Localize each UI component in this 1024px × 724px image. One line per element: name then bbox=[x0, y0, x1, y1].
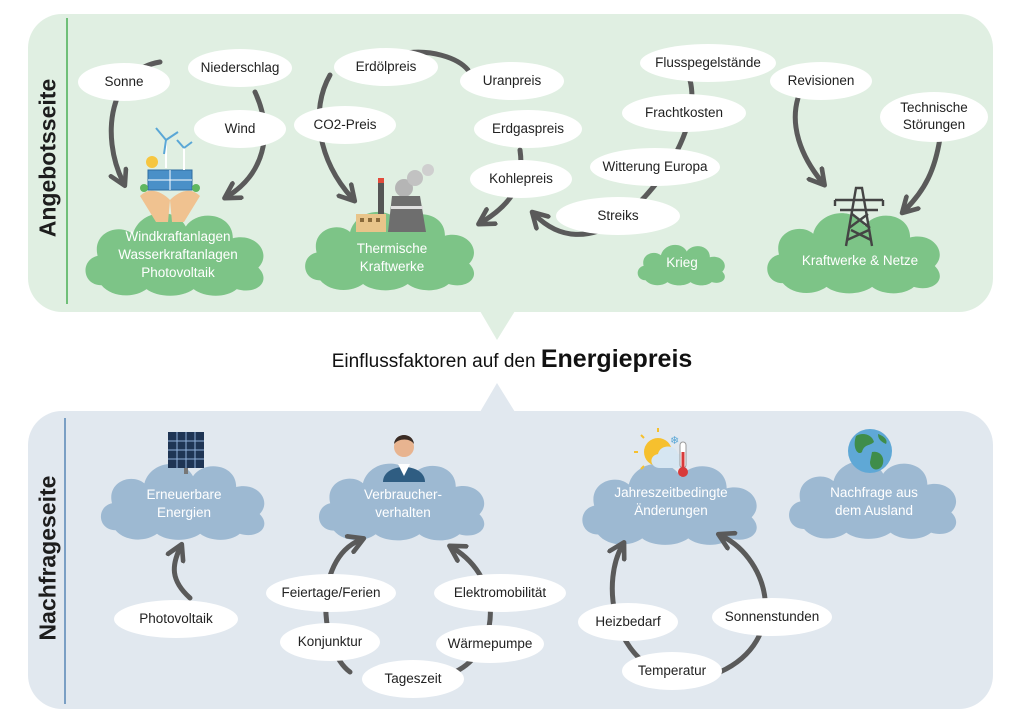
factor-label: Erdölpreis bbox=[355, 58, 417, 74]
arrow-2 bbox=[228, 89, 267, 196]
cloud-line: Wasserkraftanlagen bbox=[118, 246, 238, 262]
factor-elektromobilitaet: Elektromobilität bbox=[434, 574, 566, 612]
factor-technische-stoerungen: Technische Störungen bbox=[880, 92, 988, 142]
factor-erdoelpreis: Erdölpreis bbox=[334, 48, 438, 86]
factor-label: Heizbedarf bbox=[595, 613, 661, 629]
factor-label: Witterung Europa bbox=[602, 158, 708, 174]
factor-label: Frachtkosten bbox=[644, 104, 724, 120]
factor-photovoltaik: Photovoltaik bbox=[114, 600, 238, 638]
factor-label: Streiks bbox=[597, 207, 639, 223]
factor-label: Konjunktur bbox=[297, 633, 363, 649]
factor-label: Technische Störungen bbox=[900, 100, 968, 132]
factor-streiks: Streiks bbox=[556, 197, 680, 235]
factor-temperatur: Temperatur bbox=[622, 652, 722, 690]
consumer-icon bbox=[383, 435, 425, 482]
cloud-line: dem Ausland bbox=[834, 503, 914, 518]
arrow-7 bbox=[792, 95, 822, 182]
factor-frachtkosten: Frachtkosten bbox=[622, 94, 746, 132]
factor-label: Uranpreis bbox=[482, 72, 542, 88]
supply-pointer bbox=[480, 311, 515, 340]
cloud-label-grid: Kraftwerke & Netze bbox=[770, 246, 950, 276]
factor-label: Temperatur bbox=[637, 662, 707, 678]
factor-flusspegelstaende: Flusspegelstände bbox=[640, 44, 776, 82]
factor-label: Flusspegelstände bbox=[655, 54, 761, 70]
cloud-label-abroad: Nachfrage aus dem Ausland bbox=[792, 478, 956, 526]
power-plant-icon bbox=[356, 164, 434, 232]
cloud-line: Krieg bbox=[666, 254, 698, 270]
cloud-label-consumer: Verbraucher-verhalten bbox=[322, 480, 484, 528]
factor-label: Tageszeit bbox=[384, 670, 442, 686]
cloud-line: Windkraftanlagen bbox=[125, 228, 231, 244]
title-prefix: Einflussfaktoren auf den bbox=[331, 351, 536, 372]
factor-label: Wärmepumpe bbox=[447, 635, 533, 651]
title-emphasis: Energiepreis bbox=[540, 345, 693, 373]
factor-label: Feiertage/Ferien bbox=[281, 584, 381, 600]
cloud-line: Erneuerbare bbox=[146, 486, 222, 502]
factor-revisionen: Revisionen bbox=[770, 62, 872, 100]
factor-wind: Wind bbox=[194, 110, 286, 148]
supply-divider bbox=[66, 18, 68, 304]
demand-pointer bbox=[480, 383, 515, 412]
cloud-line: Jahreszeitbedingte bbox=[614, 484, 728, 500]
factor-sonne: Sonne bbox=[78, 63, 170, 101]
cloud-line: Energien bbox=[156, 505, 212, 520]
cloud-line: Kraftwerke & Netze bbox=[801, 252, 919, 268]
pylon-icon bbox=[833, 186, 885, 247]
factor-niederschlag: Niederschlag bbox=[188, 49, 292, 87]
factor-label: Kohlepreis bbox=[489, 170, 553, 186]
factor-erdgaspreis: Erdgaspreis bbox=[474, 110, 582, 148]
diagram-title: Einflussfaktoren auf den Energiepreis bbox=[0, 345, 1024, 374]
cloud-line: Thermische bbox=[356, 240, 428, 256]
factor-label: Elektromobilität bbox=[453, 584, 547, 600]
cloud-line: Kraftwerke bbox=[359, 259, 425, 274]
factor-label: Photovoltaik bbox=[139, 610, 213, 626]
factor-label: Niederschlag bbox=[200, 59, 280, 75]
factor-label: Erdgaspreis bbox=[491, 120, 565, 136]
factor-waermepumpe: Wärmepumpe bbox=[436, 625, 544, 663]
svg-text:❄: ❄ bbox=[670, 434, 679, 447]
factor-sonnenstunden: Sonnenstunden bbox=[712, 598, 832, 636]
cloud-line: Änderungen bbox=[634, 503, 708, 518]
factor-label: Revisionen bbox=[787, 72, 855, 88]
demand-divider bbox=[64, 418, 66, 704]
arrow-8 bbox=[905, 135, 943, 210]
arrow-11 bbox=[453, 548, 493, 675]
factor-heizbedarf: Heizbedarf bbox=[578, 603, 678, 641]
factor-label: Sonne bbox=[104, 73, 144, 89]
factor-konjunktur: Konjunktur bbox=[280, 623, 380, 661]
factor-feiertage-ferien: Feiertage/Ferien bbox=[266, 574, 396, 612]
renewables-icon bbox=[140, 127, 200, 222]
factor-label: CO2-Preis bbox=[313, 116, 377, 132]
factor-co2-preis: CO2-Preis bbox=[294, 106, 396, 144]
factor-uranpreis: Uranpreis bbox=[460, 62, 564, 100]
cloud-label-war: Krieg bbox=[636, 248, 728, 278]
cloud-line: verhalten bbox=[375, 505, 431, 520]
arrow-9 bbox=[174, 548, 193, 601]
cloud-line: Photovoltaik bbox=[141, 265, 215, 281]
cloud-line: Nachfrage aus bbox=[830, 484, 918, 500]
factor-label: Wind bbox=[224, 120, 256, 136]
factor-witterung-europa: Witterung Europa bbox=[590, 148, 720, 186]
solar-panel-icon bbox=[168, 432, 204, 474]
weather-icon: ❄ bbox=[634, 428, 688, 477]
factor-kohlepreis: Kohlepreis bbox=[470, 160, 572, 198]
factor-label: Sonnenstunden bbox=[724, 608, 820, 624]
globe-icon bbox=[848, 429, 892, 473]
factor-tageszeit: Tageszeit bbox=[362, 660, 464, 698]
cloud-line: Verbraucher- bbox=[363, 486, 443, 502]
